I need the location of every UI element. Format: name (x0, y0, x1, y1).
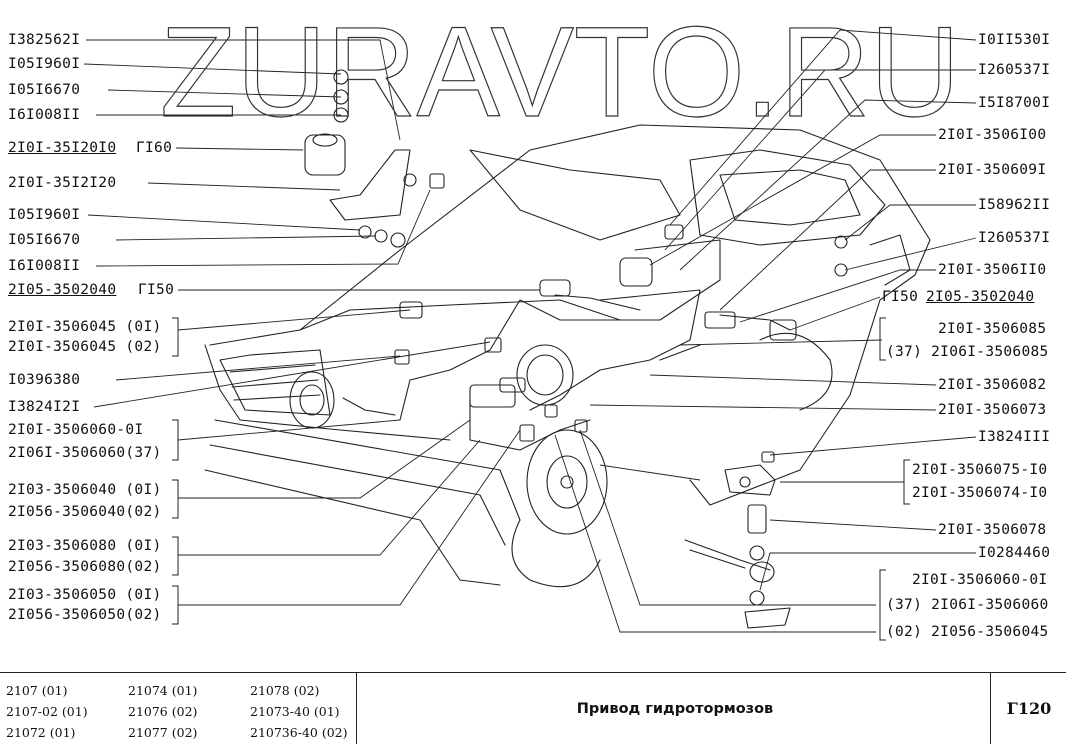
part-label: (02) 2I056-3506045 (886, 624, 1049, 640)
part-label-assembly: 2I05-3502040 (926, 289, 1035, 305)
part-label: 2I03-3506080 (0I) (8, 538, 162, 554)
part-label: 2I0I-3506060-0I (8, 422, 144, 438)
part-label: I6I008II (8, 258, 81, 274)
part-label: 2I06I-3506060(37) (8, 445, 162, 461)
part-label: I05I960I (8, 207, 81, 223)
part-label: 2I0I-35I2I20 (8, 175, 117, 191)
part-label: 2I0I-3506078 (938, 522, 1047, 538)
model-applicability: 21078 (02) (250, 683, 320, 698)
part-label-assembly: 2I0I-35I20I0 (8, 140, 117, 156)
model-applicability: 210736-40 (02) (250, 725, 348, 740)
part-label: 2I03-3506050 (0I) (8, 587, 162, 603)
part-label: 2I03-3506040 (0I) (8, 482, 162, 498)
part-label: 2I0I-3506074-I0 (912, 485, 1048, 501)
part-label-assembly: 2I05-3502040 (8, 282, 117, 298)
watermark: ZURAVTO.RU (159, 4, 960, 134)
part-label: 2I0I-3506045 (02) (8, 339, 162, 355)
part-label: 2I0I-3506082 (938, 377, 1047, 393)
part-label: I58962II (978, 197, 1051, 213)
figure-code: Г120 (1006, 699, 1052, 718)
figure-reference: ГI60 (136, 140, 173, 156)
part-label: 2I0I-350609I (938, 162, 1047, 178)
model-applicability: 21077 (02) (128, 725, 198, 740)
model-applicability: 2107-02 (01) (6, 704, 88, 719)
part-label: 2I0I-3506I00 (938, 127, 1047, 143)
part-label: I6I008II (8, 107, 81, 123)
model-applicability: 21072 (01) (6, 725, 76, 740)
watermark-text: ZURAVTO.RU (160, 4, 960, 134)
part-label: 2I056-3506040(02) (8, 504, 162, 520)
part-label: I260537I (978, 230, 1051, 246)
part-label: 2I056-3506080(02) (8, 559, 162, 575)
model-applicability: 21074 (01) (128, 683, 198, 698)
model-applicability: 21073-40 (01) (250, 704, 340, 719)
part-label: 2I056-3506050(02) (8, 607, 162, 623)
part-label: 2I0I-3506II0 (938, 262, 1047, 278)
part-label: I0396380 (8, 372, 81, 388)
part-label: 2I0I-3506045 (0I) (8, 319, 162, 335)
model-applicability: 2107 (01) (6, 683, 68, 698)
part-label: I05I6670 (8, 82, 81, 98)
part-label: 2I0I-3506060-0I (912, 572, 1048, 588)
page-title: Привод гидротормозов (576, 701, 774, 717)
part-label: (37) 2I06I-3506060 (886, 597, 1049, 613)
title-block-divider (356, 673, 357, 744)
figure-reference: ГI50 (882, 289, 919, 305)
brake-system-illustration (83, 29, 977, 641)
part-label: I260537I (978, 62, 1051, 78)
part-label: 2I0I-3506085 (938, 321, 1047, 337)
part-label: 2I0I-3506075-I0 (912, 462, 1048, 478)
part-label: I382562I (8, 32, 81, 48)
part-label: I5I8700I (978, 95, 1051, 111)
part-label: 2I0I-3506073 (938, 402, 1047, 418)
part-label: I0II530I (978, 32, 1051, 48)
figure-reference: ГI50 (138, 282, 175, 298)
part-label: (37) 2I06I-3506085 (886, 344, 1049, 360)
part-label: I0284460 (978, 545, 1051, 561)
part-label: I3824III (978, 429, 1051, 445)
model-applicability: 21076 (02) (128, 704, 198, 719)
title-block: 2107 (01) 21074 (01) 21078 (02) 2107-02 … (0, 672, 1066, 744)
part-label: I05I960I (8, 56, 81, 72)
part-label: I05I6670 (8, 232, 81, 248)
part-label: I3824I2I (8, 399, 81, 415)
title-block-divider (990, 673, 991, 744)
